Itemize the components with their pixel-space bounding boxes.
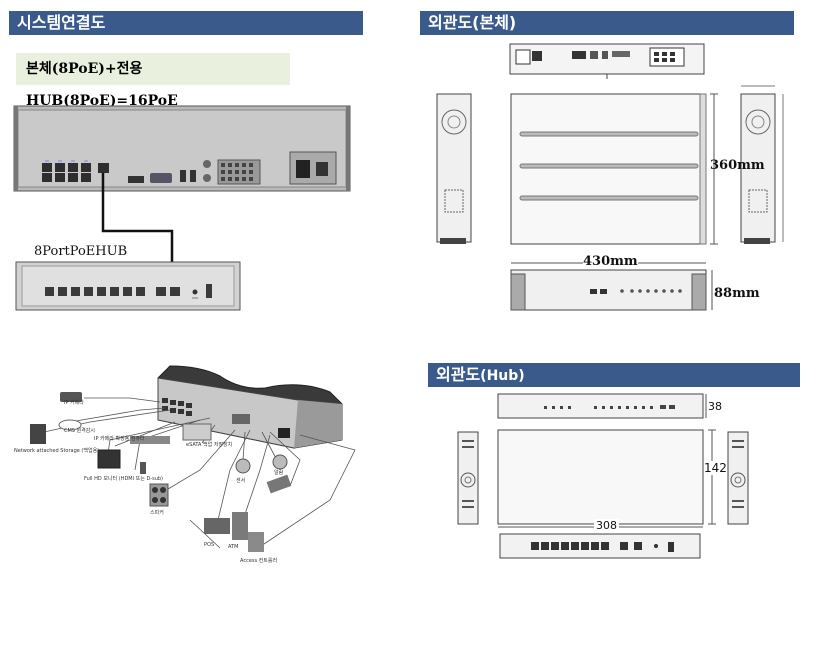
label-ip-camera: IP 카메라 bbox=[64, 399, 84, 406]
hub-label: 8PortPoEHUB bbox=[34, 244, 128, 259]
hub-outline-header: 외관도(Hub) bbox=[428, 363, 800, 387]
hub-depth-dimension: 142 bbox=[704, 461, 727, 475]
system-diagram-header: 시스템연결도 bbox=[9, 11, 363, 35]
label-monitor: Full HD 모니터 (HDMI 또는 D-sub) bbox=[84, 475, 163, 482]
label-nas: Network attached Storage (백업용) bbox=[14, 447, 99, 454]
label-ip-camera-pc: IP 카메라 확장용 컴퓨터 bbox=[94, 435, 145, 442]
body-height-dimension: 88mm bbox=[714, 286, 760, 301]
label-cms: CMS 원격감시 bbox=[64, 427, 95, 434]
label-alarm: 알람 bbox=[274, 469, 284, 476]
label-speaker: 스피커 bbox=[150, 509, 164, 516]
hub-width-dimension: 308 bbox=[594, 519, 619, 532]
body-width-dimension: 430mm bbox=[583, 254, 638, 269]
label-atm: ATM bbox=[228, 544, 238, 550]
label-sensor: 센서 bbox=[236, 477, 245, 484]
system-caption: 본체(8PoE)+전용HUB(8PoE)=16PoE bbox=[16, 53, 290, 109]
hub-outline-header-sub: (Hub) bbox=[480, 368, 525, 384]
label-esata: eSATA 백업 저장장치 bbox=[186, 441, 232, 448]
label-access: Access 컨트롤러 bbox=[240, 557, 277, 564]
hub-height-dimension: 38 bbox=[708, 400, 722, 413]
label-pos: POS bbox=[204, 542, 214, 548]
body-outline-header: 외관도(본체) bbox=[420, 11, 794, 35]
body-depth-dimension: 360mm bbox=[710, 158, 765, 173]
hub-outline-header-main: 외관도 bbox=[436, 365, 481, 384]
